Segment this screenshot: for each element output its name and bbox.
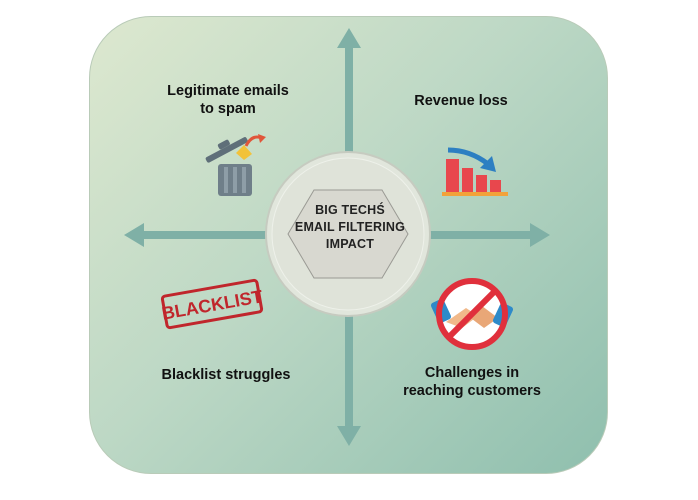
arrow-down bbox=[337, 312, 361, 446]
label-blacklist-struggles: Blacklist struggles bbox=[161, 367, 291, 383]
trash-can-icon bbox=[205, 134, 266, 196]
stamp-text: BLACKLIST bbox=[160, 286, 264, 323]
arrow-left bbox=[124, 223, 268, 247]
blacklist-stamp-icon: BLACKLIST bbox=[160, 278, 264, 330]
label-revenue-loss: Revenue loss bbox=[414, 93, 508, 109]
label-legitimate-emails-to-spam: Legitimate emails to spam bbox=[167, 83, 289, 117]
arrow-right bbox=[428, 223, 550, 247]
arrow-up bbox=[337, 28, 361, 174]
declining-bar-chart-icon bbox=[442, 147, 508, 196]
no-handshake-icon bbox=[430, 278, 514, 350]
center-hexagon bbox=[287, 189, 409, 279]
label-challenges-reaching-customers: Challenges in reaching customers bbox=[403, 365, 541, 399]
center-node bbox=[265, 151, 431, 317]
axis-arrows bbox=[124, 28, 550, 446]
center-title: BIG TECHŚ EMAIL FILTERING IMPACT bbox=[294, 203, 406, 251]
